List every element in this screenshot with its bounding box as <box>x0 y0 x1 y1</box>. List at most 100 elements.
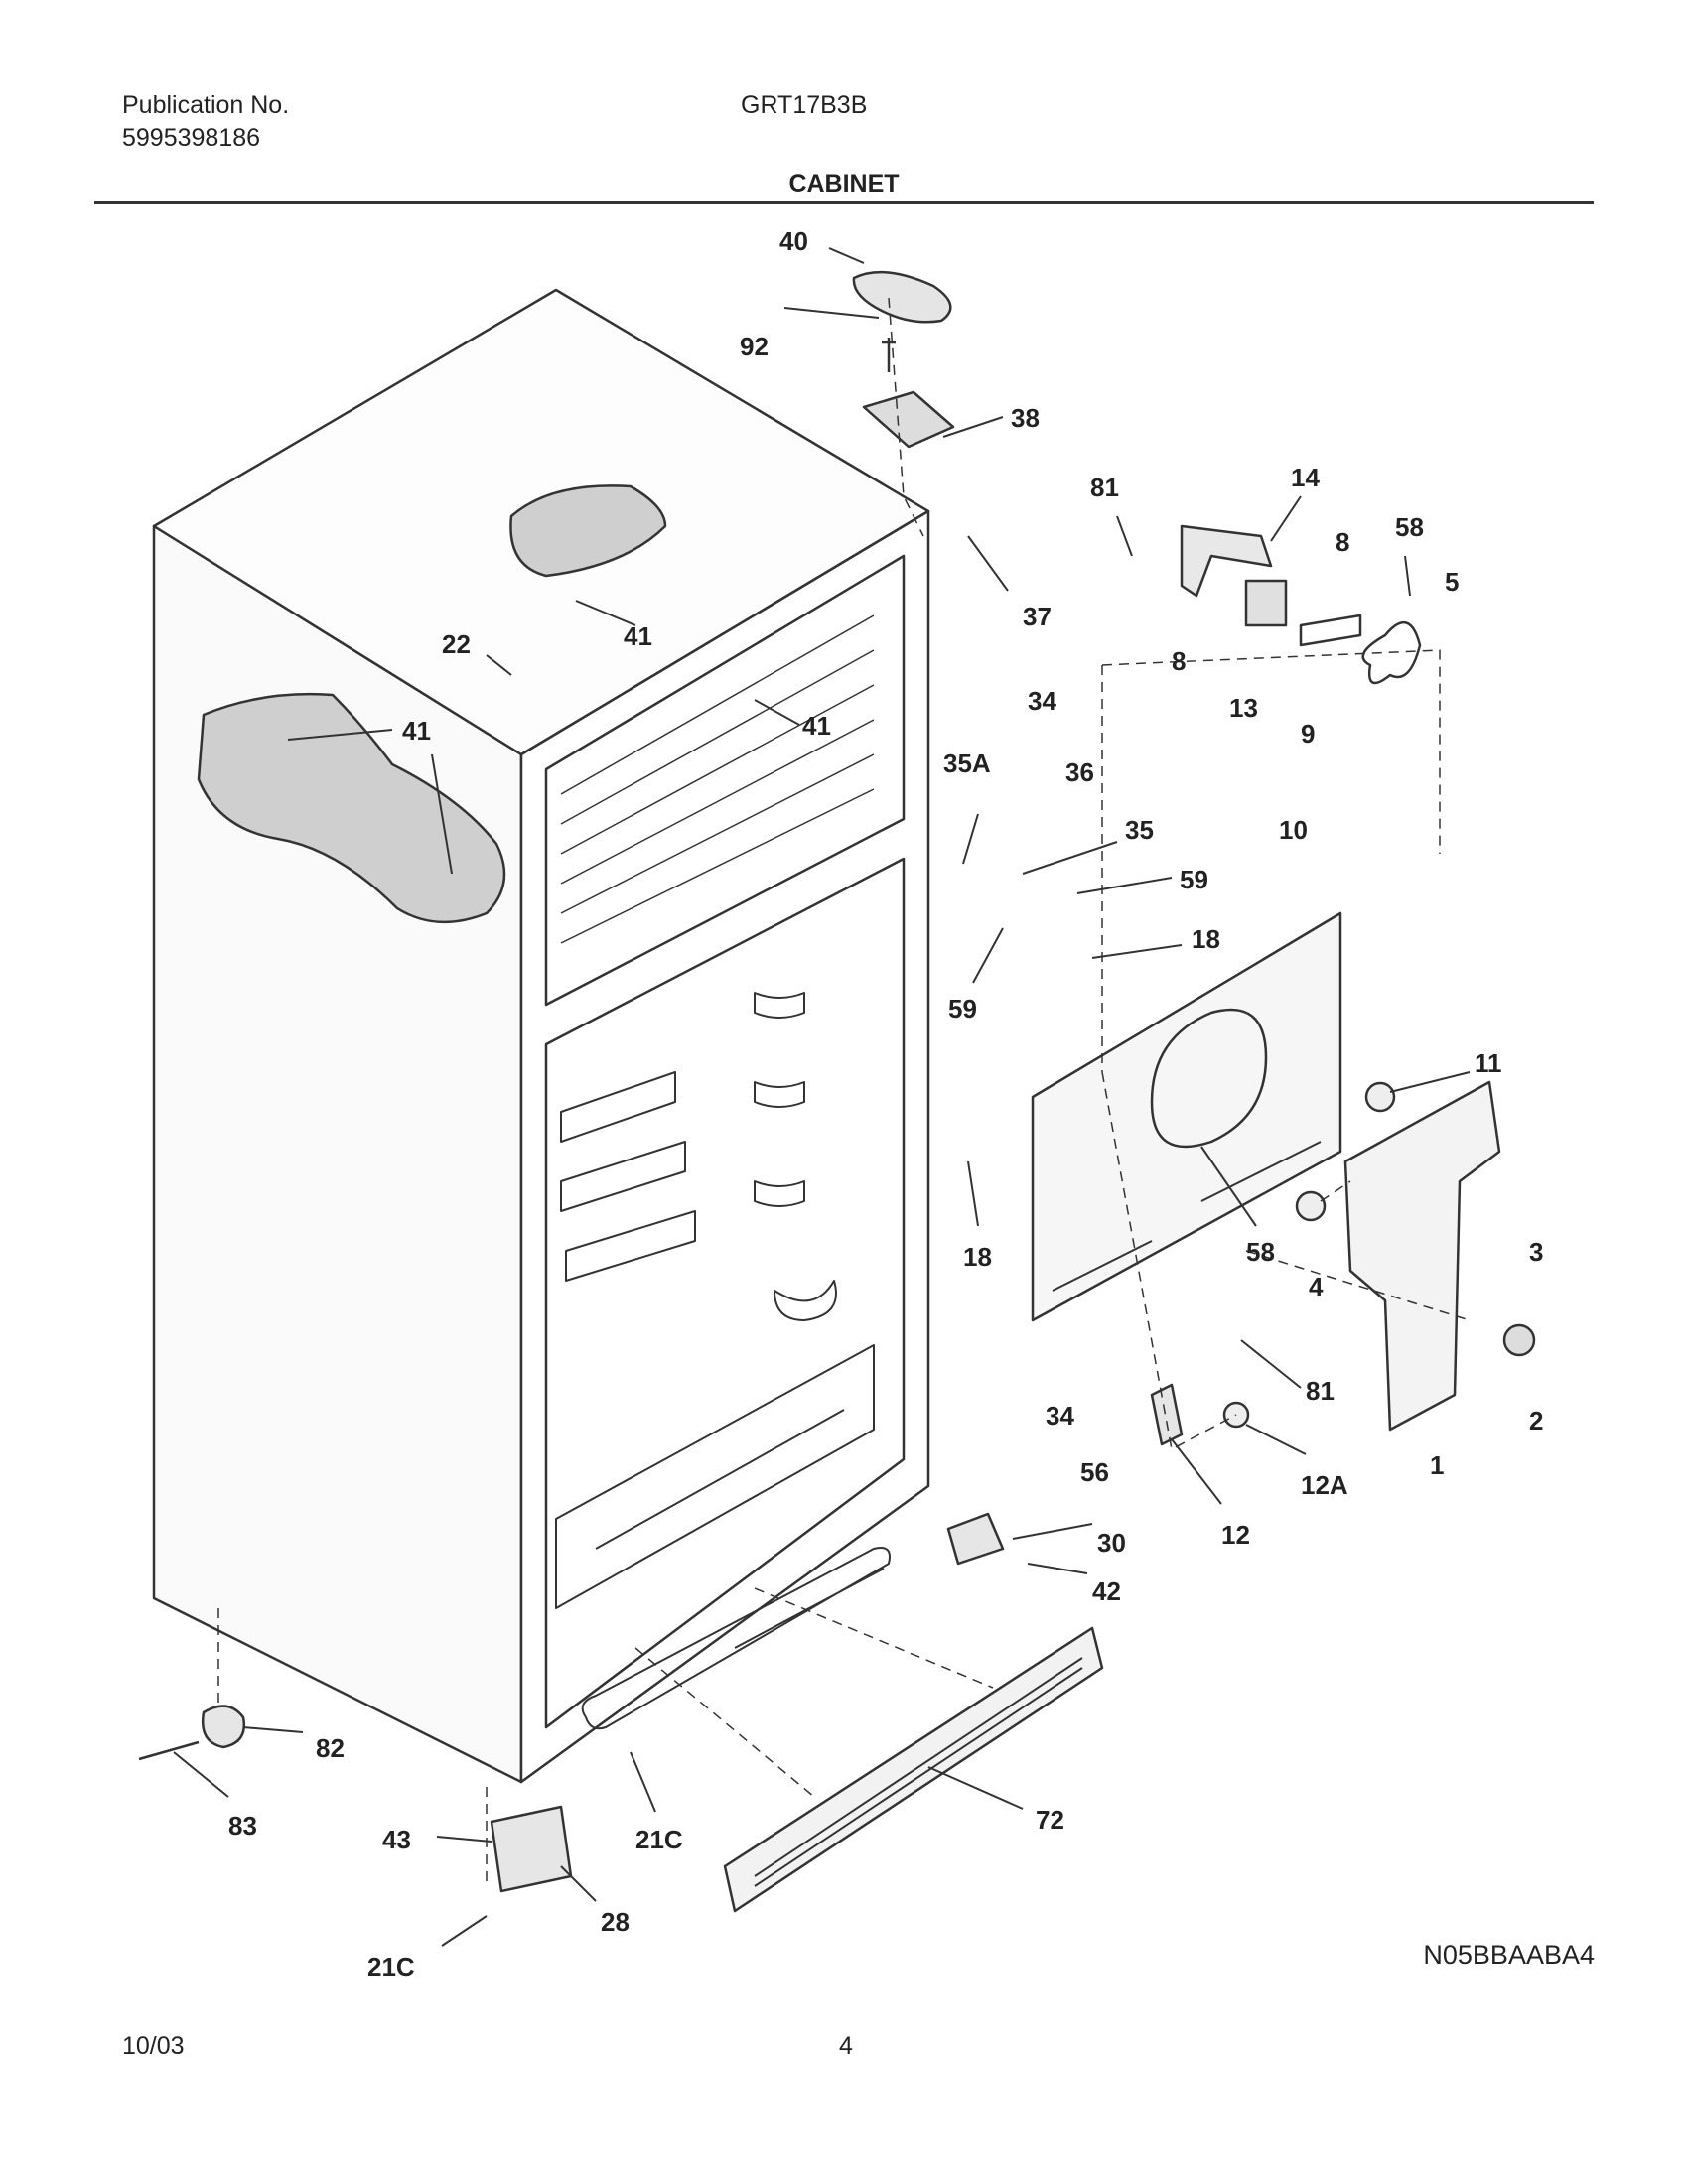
callout-34-top: 34 <box>1028 686 1056 716</box>
assembly-line-lamp <box>1101 1071 1237 1450</box>
leader-28 <box>560 1865 597 1902</box>
callout-40: 40 <box>779 226 808 256</box>
callout-9: 9 <box>1301 719 1315 749</box>
callout-41-mid: 41 <box>802 711 831 741</box>
publication-label: Publication No. <box>122 91 290 119</box>
leader-81-b <box>1240 1339 1302 1389</box>
leader-18-b <box>967 1160 979 1227</box>
diagram-code: N05BBAABA4 <box>1423 1940 1595 1970</box>
freezer-opening <box>544 554 906 1007</box>
callout-59-b: 59 <box>948 994 977 1024</box>
leader-21c-a <box>630 1751 656 1813</box>
leader-81-top <box>1116 515 1133 557</box>
callout-81-b: 81 <box>1306 1376 1335 1406</box>
page-number: 4 <box>839 2032 853 2060</box>
leader-21c-b <box>441 1915 488 1947</box>
leader-12a <box>1245 1424 1307 1455</box>
assembly-line-panel <box>1101 649 1441 1072</box>
assembly-line-hinge <box>888 297 924 537</box>
lamp-socket <box>1364 1081 1396 1113</box>
motor-mount <box>1299 614 1362 647</box>
leader-18-a <box>1091 944 1183 959</box>
bottom-hinge <box>946 1512 1005 1566</box>
callout-30: 30 <box>1097 1528 1126 1558</box>
callout-41-top: 41 <box>624 621 652 651</box>
assembly-line-toe-grille <box>634 1587 994 1798</box>
leader-72 <box>927 1766 1024 1810</box>
leader-42 <box>1027 1563 1088 1574</box>
callout-2: 2 <box>1529 1406 1543 1435</box>
leader-30 <box>1012 1523 1093 1540</box>
switch-housing <box>1150 1383 1184 1446</box>
leader-37 <box>967 535 1009 592</box>
leader-43 <box>436 1836 492 1843</box>
callout-8-top: 8 <box>1336 527 1349 557</box>
leader-92 <box>783 307 880 319</box>
leveling-roller <box>201 1705 246 1749</box>
toe-grille-slots <box>754 1657 1083 1887</box>
callout-36: 36 <box>1065 757 1094 787</box>
callout-12a: 12A <box>1301 1470 1348 1500</box>
callout-13: 13 <box>1229 693 1258 723</box>
publication-date: 10/03 <box>122 2032 185 2060</box>
publication-number: 5995398186 <box>122 124 261 152</box>
callout-12: 12 <box>1221 1520 1250 1550</box>
control-knob <box>1502 1323 1536 1357</box>
insulation-cutaway-left <box>197 692 506 924</box>
callout-22: 22 <box>442 629 471 659</box>
callout-28: 28 <box>601 1907 630 1937</box>
leader-83 <box>173 1751 229 1798</box>
callout-42: 42 <box>1092 1576 1121 1606</box>
callout-18-a: 18 <box>1192 924 1220 954</box>
liner-crisper-floor <box>555 1344 875 1609</box>
callout-41-left: 41 <box>402 716 431 746</box>
roller-bracket <box>490 1805 573 1893</box>
leader-82 <box>242 1726 304 1733</box>
callout-82: 82 <box>316 1733 345 1763</box>
callout-3: 3 <box>1529 1237 1543 1267</box>
model-number: GRT17B3B <box>741 91 868 119</box>
control-housing <box>1343 1080 1501 1432</box>
callout-43: 43 <box>382 1825 411 1854</box>
assembly-line-control <box>1245 1180 1471 1321</box>
callout-8-bottom: 8 <box>1172 646 1186 676</box>
callout-5: 5 <box>1445 567 1459 597</box>
leader-41-mid <box>754 699 800 726</box>
leader-35 <box>1022 841 1118 875</box>
insulation-cutaway-top <box>509 484 667 578</box>
liner-bins <box>754 992 837 1321</box>
leader-58-b <box>1200 1146 1257 1227</box>
callout-56: 56 <box>1080 1457 1109 1487</box>
top-hinge <box>862 390 955 449</box>
leader-59-a <box>1076 877 1173 894</box>
callout-18-b: 18 <box>963 1242 992 1272</box>
callout-58-top: 58 <box>1395 512 1424 542</box>
section-title: CABINET <box>788 170 900 198</box>
roller-axle <box>138 1740 200 1761</box>
leader-22 <box>486 654 512 676</box>
callout-59-a: 59 <box>1180 865 1208 894</box>
fan-bracket <box>1180 524 1273 598</box>
leader-41-top <box>575 600 636 626</box>
leader-38 <box>942 416 1004 438</box>
callout-1: 1 <box>1430 1450 1444 1480</box>
fresh-food-opening <box>544 857 906 1729</box>
callout-83: 83 <box>228 1811 257 1841</box>
callout-14: 14 <box>1291 463 1320 492</box>
fan-blade <box>1361 620 1422 685</box>
freezer-ribs <box>560 614 875 944</box>
callout-21c-b: 21C <box>367 1952 415 1981</box>
lamp-bulb <box>1295 1190 1327 1222</box>
base-vents <box>581 1547 891 1730</box>
panel-grille <box>1052 1141 1322 1292</box>
leader-11 <box>1389 1071 1471 1093</box>
leader-40 <box>828 247 865 264</box>
leader-14 <box>1270 495 1302 542</box>
evaporator-cover-panel <box>1031 911 1342 1322</box>
leader-41-left <box>287 729 393 741</box>
leader-12 <box>1171 1438 1222 1505</box>
header-rule <box>94 201 1594 204</box>
callout-21c-a: 21C <box>635 1825 683 1854</box>
callout-37: 37 <box>1023 602 1052 631</box>
